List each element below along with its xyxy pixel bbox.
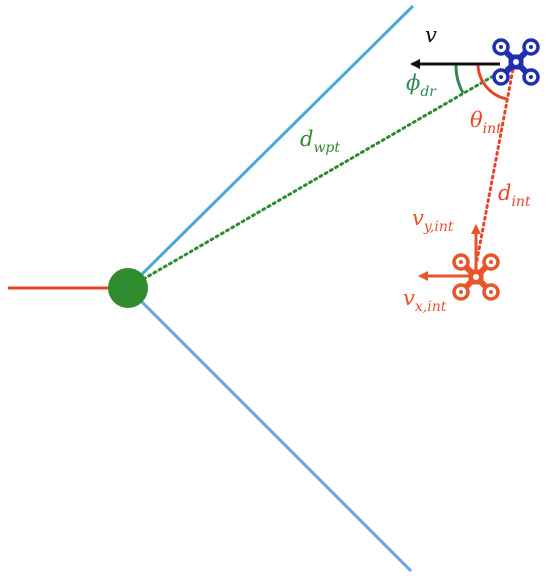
v-y-int-label: vy,int [412, 206, 454, 235]
d-int-label: dint [498, 181, 531, 210]
theta-int-label: θint [470, 108, 502, 137]
phi-dr-label: ϕdr [406, 71, 437, 100]
theta-angle-arc [476, 63, 508, 101]
d-int-line [472, 62, 516, 278]
route-lower-line [126, 286, 413, 573]
v-label: v [425, 23, 437, 47]
drone-icon [492, 38, 540, 86]
intruder-drone-icon [452, 253, 500, 301]
d-wpt-line [126, 62, 516, 290]
waypoint-marker [108, 268, 148, 308]
v-x-int-label: vx,int [403, 286, 447, 315]
d-wpt-label: dwpt [300, 127, 340, 156]
phi-angle-arc [454, 63, 465, 94]
route-upper-line [126, 4, 415, 290]
